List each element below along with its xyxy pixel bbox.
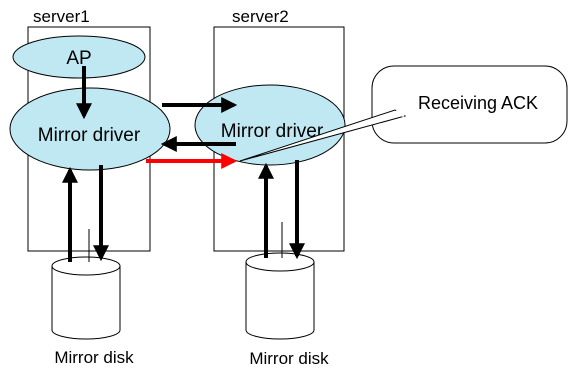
server1-title: server1 (33, 7, 90, 26)
ap-ellipse (12, 35, 146, 79)
server2-title: server2 (232, 7, 289, 26)
server2-mirror-disk-label: Mirror disk (249, 349, 329, 368)
server1-mirror-disk-icon (51, 256, 121, 340)
ap-label: AP (66, 48, 91, 69)
receiving-ack-callout (239, 65, 568, 162)
server1-mirror-driver-ellipse (9, 87, 171, 171)
server2-mirror-disk-icon (245, 252, 315, 340)
server1-mirror-disk-label: Mirror disk (54, 348, 134, 367)
server2-mirror-driver-label: Mirror driver (221, 121, 324, 142)
receiving-ack-callout-text: Receiving ACK (418, 93, 538, 113)
server1-mirror-driver-label: Mirror driver (38, 125, 141, 146)
